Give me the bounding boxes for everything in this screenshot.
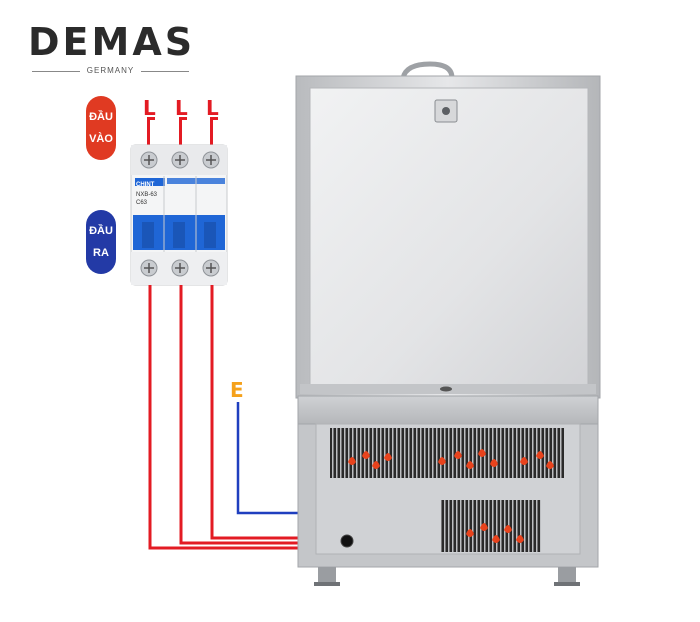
logo-subtitle: GERMANY: [28, 66, 193, 75]
breaker-model: NXB-63: [136, 192, 158, 198]
input-label-line2: VÀO: [89, 133, 113, 145]
input-wire-stubs: [147, 117, 218, 145]
demas-logo: DEMAS GERMANY: [28, 22, 193, 75]
heat-flame-icons: [348, 449, 554, 543]
earth-label: E: [230, 378, 244, 402]
logo-wordmark: DEMAS: [28, 20, 196, 64]
blast-freezer-cabinet: [295, 61, 601, 586]
phase-label-1: L: [143, 96, 156, 120]
phase-label-3: L: [206, 96, 219, 120]
circuit-breaker: [130, 144, 228, 286]
breaker-rating: C63: [136, 200, 148, 206]
output-label-line1: ĐẦU: [89, 225, 113, 237]
input-label-line1: ĐẦU: [89, 111, 113, 123]
phase-label-2: L: [175, 96, 188, 120]
input-label-pill: ĐẦU VÀO: [86, 96, 116, 160]
output-label-line2: RA: [93, 247, 109, 259]
output-label-pill: ĐẦU RA: [86, 210, 116, 274]
breaker-brand: CHINT: [136, 182, 155, 188]
